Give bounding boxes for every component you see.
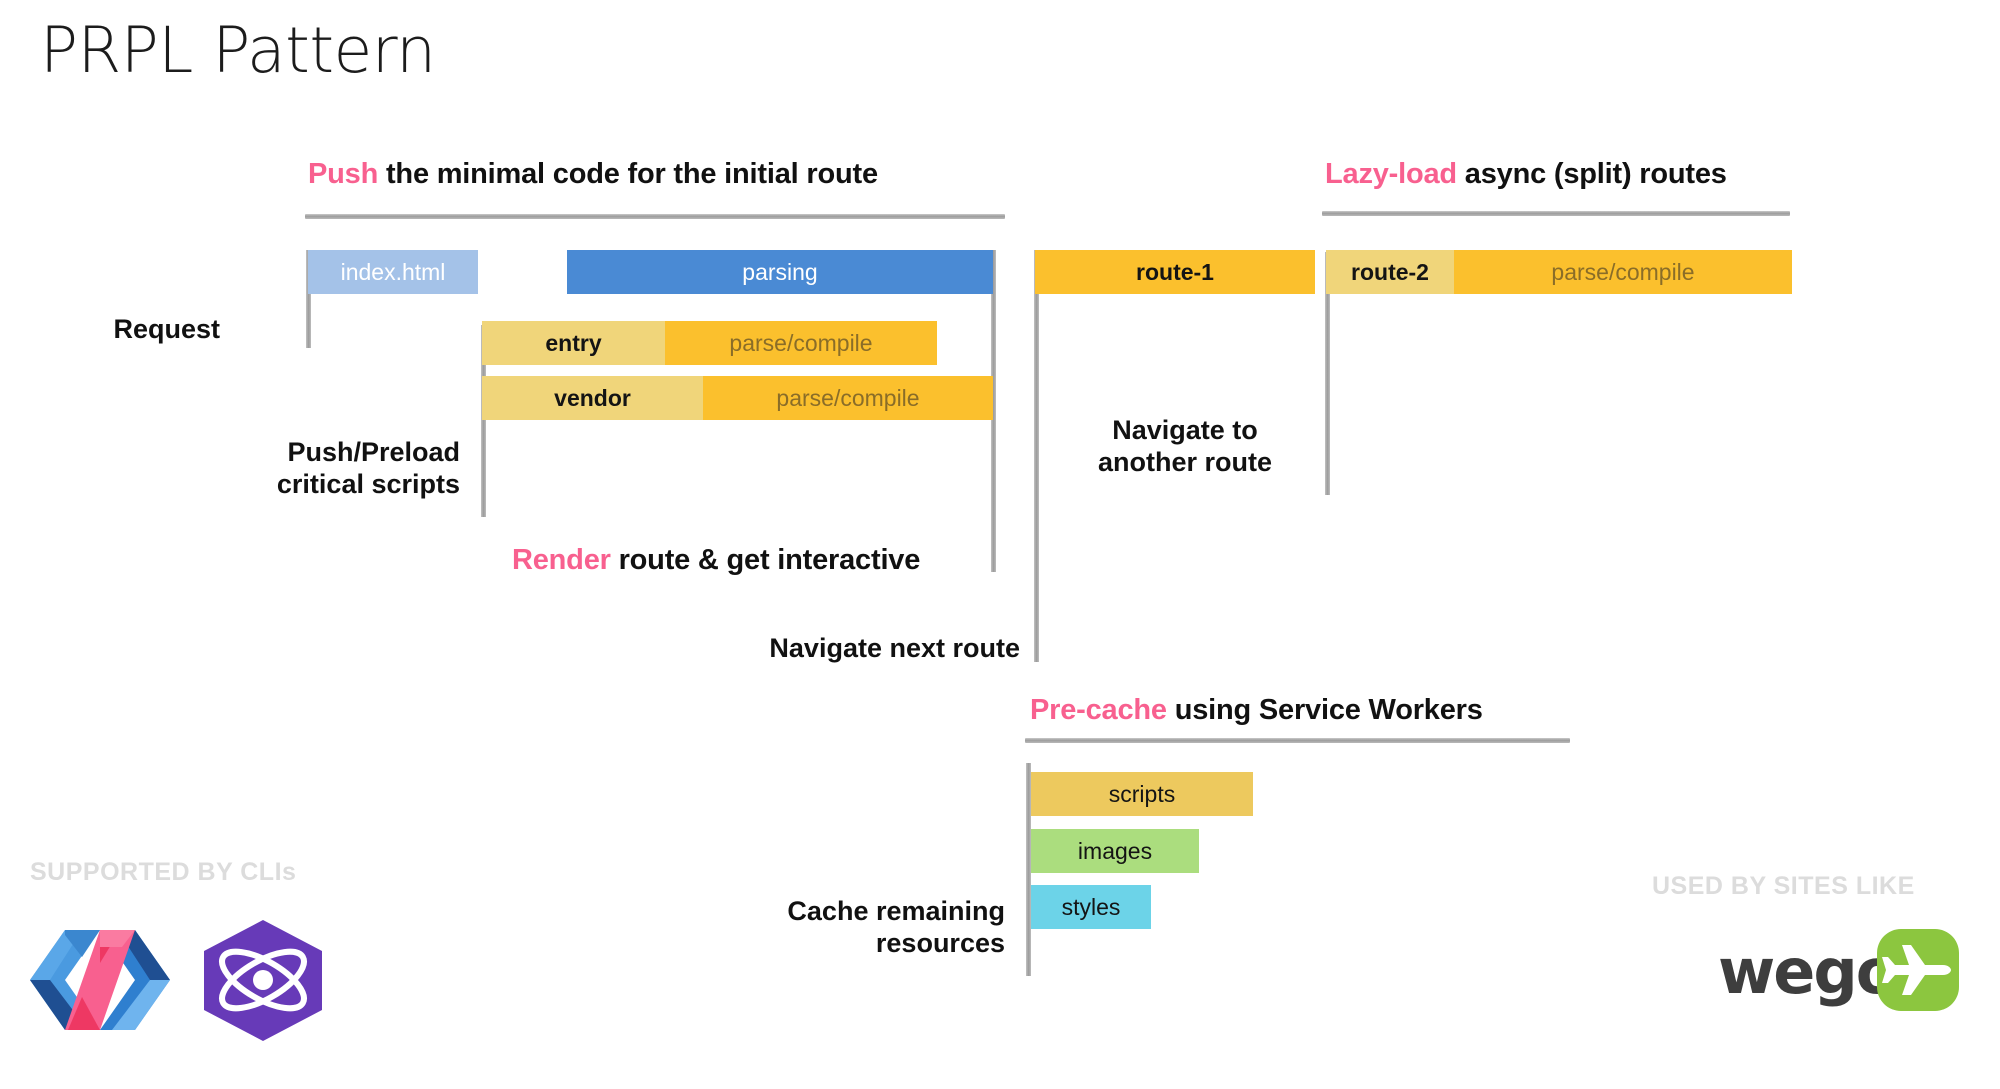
lazy-heading-rest: async (split) routes	[1456, 158, 1727, 190]
render-keyword: Render	[512, 544, 611, 576]
precache-heading-rest: using Service Workers	[1166, 694, 1483, 726]
precache-keyword: Pre-cache	[1030, 694, 1167, 726]
row-label-navigate-another-route: Navigate to another route	[1097, 415, 1272, 478]
bar-segment-route-2: route-2	[1326, 250, 1454, 294]
row-label-cache-remaining: Cache remaining resources	[787, 896, 1005, 959]
row-label-navigate-next-route: Navigate next route	[769, 633, 1020, 663]
preact-logo-icon	[198, 918, 328, 1043]
bar-styles[interactable]: styles	[1031, 885, 1151, 929]
lazy-section-heading: Lazy-load async (split) routes	[1325, 158, 1727, 191]
bar-segment-scripts: scripts	[1031, 772, 1253, 816]
precache-section-heading: Pre-cache using Service Workers	[1030, 694, 1483, 727]
lazy-keyword: Lazy-load	[1325, 158, 1457, 190]
request-timeline-line	[306, 250, 311, 348]
footer-left-caption: SUPPORTED BY CLIs	[30, 858, 297, 886]
precache-heading-underline	[1025, 738, 1570, 743]
preload-timeline-line	[481, 325, 486, 517]
bar-segment-index-html: index.html	[308, 250, 478, 294]
bar-images[interactable]: images	[1031, 829, 1199, 873]
render-section-heading: Render route & get interactive	[512, 544, 920, 577]
push-heading-underline	[305, 214, 1005, 219]
polymer-logo-icon	[30, 925, 170, 1035]
bar-segment-parsing: parsing	[567, 250, 993, 294]
render-heading-rest: route & get interactive	[610, 544, 921, 576]
lazy-timeline-line	[1325, 252, 1330, 495]
bar-segment-images: images	[1031, 829, 1199, 873]
bar-segment-styles: styles	[1031, 885, 1151, 929]
navigate-next-timeline-line	[1034, 250, 1039, 662]
row-label-push-preload: Push/Preload critical scripts	[276, 437, 460, 500]
bar-route-2[interactable]: route-2 parse/compile	[1326, 250, 1792, 294]
bar-segment-route-1: route-1	[1035, 250, 1315, 294]
lazy-heading-underline	[1322, 211, 1790, 216]
bar-route-1[interactable]: route-1	[1035, 250, 1315, 294]
push-heading-rest: the minimal code for the initial route	[378, 158, 878, 190]
bar-segment-vendor-parse-compile: parse/compile	[703, 376, 993, 420]
push-keyword: Push	[308, 158, 379, 190]
airplane-icon	[1877, 929, 1959, 1011]
bar-index-html[interactable]: index.html	[308, 250, 478, 294]
wego-wordmark: wego	[1718, 935, 1898, 1008]
precache-timeline-line	[1026, 763, 1031, 976]
render-timeline-line	[991, 250, 996, 572]
bar-entry[interactable]: entry parse/compile	[482, 321, 937, 365]
push-section-heading: Push the minimal code for the initial ro…	[308, 158, 878, 191]
wego-logo: wego	[1718, 929, 1968, 1025]
bar-vendor[interactable]: vendor parse/compile	[482, 376, 993, 420]
bar-segment-vendor: vendor	[482, 376, 703, 420]
bar-scripts[interactable]: scripts	[1031, 772, 1253, 816]
bar-parsing[interactable]: parsing	[567, 250, 993, 294]
bar-segment-entry-parse-compile: parse/compile	[665, 321, 937, 365]
footer-right-caption: USED BY SITES LIKE	[1652, 872, 1915, 900]
page-title: PRPL Pattern	[40, 14, 436, 87]
bar-segment-entry: entry	[482, 321, 665, 365]
row-label-request: Request	[113, 314, 220, 344]
bar-segment-route-2-parse-compile: parse/compile	[1454, 250, 1792, 294]
